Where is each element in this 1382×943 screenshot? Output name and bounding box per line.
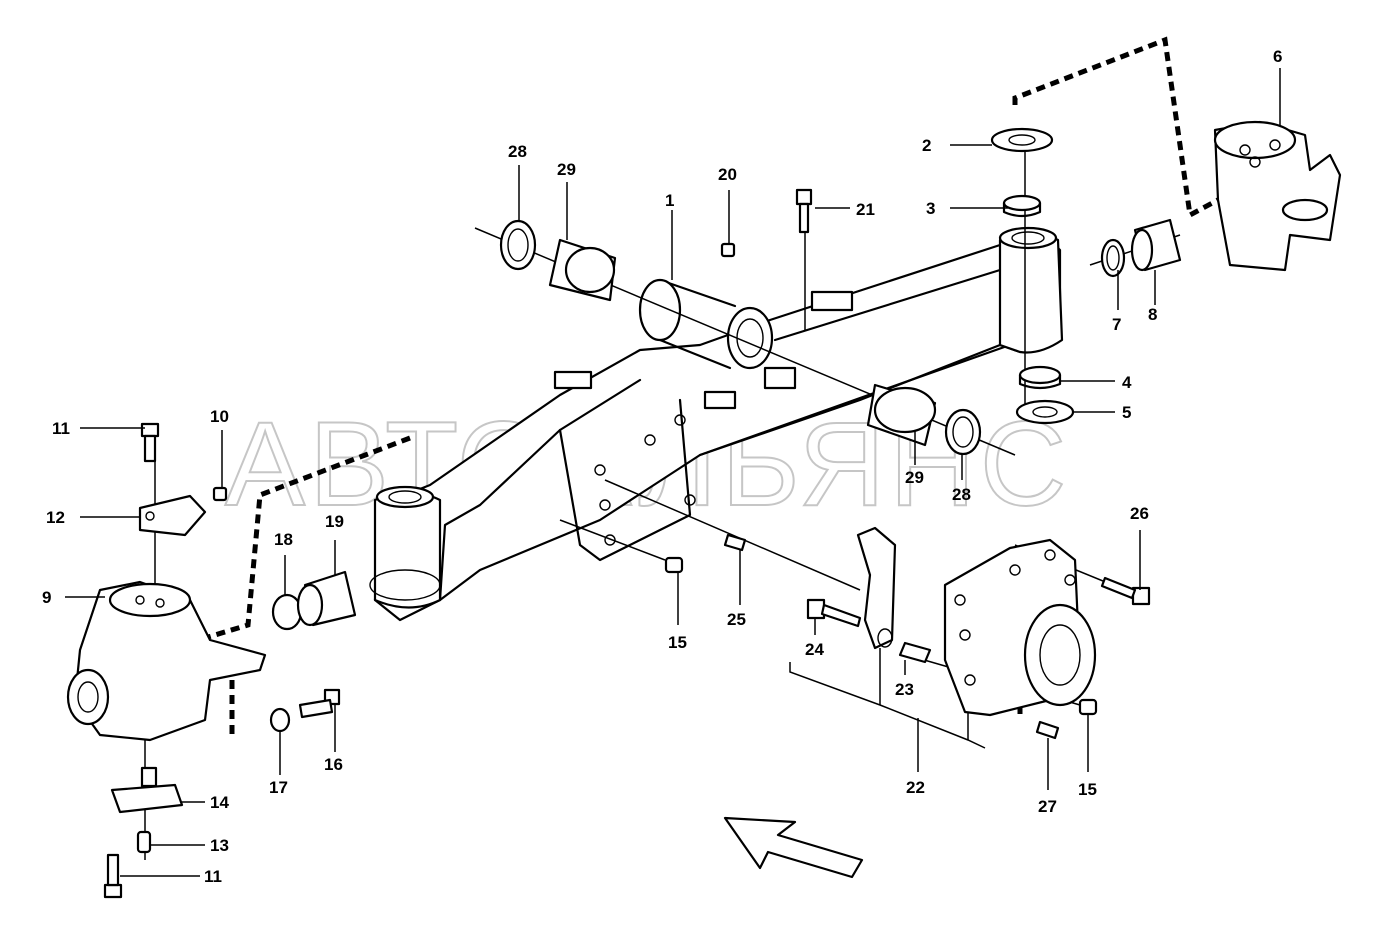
callout-11-bottom: 11 bbox=[204, 867, 222, 886]
callout-29-left: 29 bbox=[557, 160, 576, 179]
callout-24: 24 bbox=[805, 640, 824, 659]
washer-5 bbox=[1015, 399, 1075, 425]
bracket-12 bbox=[138, 494, 207, 537]
bolt-24 bbox=[806, 598, 862, 628]
callout-9: 9 bbox=[42, 588, 51, 607]
callout-numbers: 1 2 3 4 5 6 7 8 9 10 11 11 12 13 14 15 1… bbox=[42, 47, 1282, 886]
bearing-4 bbox=[1018, 365, 1062, 390]
bolt-16 bbox=[298, 688, 341, 719]
bolt-11-bottom bbox=[103, 853, 123, 899]
callout-4: 4 bbox=[1122, 373, 1132, 392]
steering-knuckle-6 bbox=[1213, 120, 1342, 272]
callout-16: 16 bbox=[324, 755, 343, 774]
bolt-21 bbox=[795, 188, 813, 234]
callout-27: 27 bbox=[1038, 797, 1057, 816]
bushing-29-left bbox=[548, 238, 617, 302]
bolt-26 bbox=[1100, 576, 1151, 606]
half-shell-22 bbox=[856, 526, 897, 650]
bushing-19 bbox=[296, 570, 357, 627]
axle-beam bbox=[369, 226, 1064, 622]
bracket-14 bbox=[110, 766, 184, 814]
callout-19: 19 bbox=[325, 512, 344, 531]
callout-21: 21 bbox=[856, 200, 875, 219]
grease-nipple-10 bbox=[212, 486, 228, 502]
callout-12: 12 bbox=[46, 508, 65, 527]
callout-5: 5 bbox=[1122, 403, 1131, 422]
callout-28-right: 28 bbox=[952, 485, 971, 504]
callout-18: 18 bbox=[274, 530, 293, 549]
callout-11-top: 11 bbox=[52, 419, 70, 438]
washer-17 bbox=[269, 707, 291, 733]
callout-leaders bbox=[65, 68, 1281, 877]
bushing-8 bbox=[1130, 218, 1182, 272]
seal-ring-28-right bbox=[944, 408, 982, 456]
callout-29-right: 29 bbox=[905, 468, 924, 487]
callout-17: 17 bbox=[269, 778, 288, 797]
seal-ring-18 bbox=[271, 593, 303, 631]
washer-2 bbox=[990, 127, 1054, 153]
callout-20: 20 bbox=[718, 165, 737, 184]
callout-15-left: 15 bbox=[668, 633, 687, 652]
callout-3: 3 bbox=[926, 199, 935, 218]
pin-25 bbox=[723, 533, 747, 552]
callout-1: 1 bbox=[665, 191, 674, 210]
seal-ring-7 bbox=[1100, 238, 1126, 278]
fitting-13 bbox=[136, 830, 152, 854]
callout-6: 6 bbox=[1273, 47, 1282, 66]
callout-10: 10 bbox=[210, 407, 229, 426]
callout-7: 7 bbox=[1112, 315, 1121, 334]
bushing-29-right bbox=[866, 383, 937, 447]
pin-27 bbox=[1035, 720, 1060, 740]
callout-26: 26 bbox=[1130, 504, 1149, 523]
callout-28-left: 28 bbox=[508, 142, 527, 161]
callout-15-right: 15 bbox=[1078, 780, 1097, 799]
callout-13: 13 bbox=[210, 836, 229, 855]
callout-23: 23 bbox=[895, 680, 914, 699]
callout-2: 2 bbox=[922, 136, 931, 155]
callout-8: 8 bbox=[1148, 305, 1157, 324]
callout-14: 14 bbox=[210, 793, 229, 812]
bolt-11-top bbox=[140, 422, 160, 463]
bearing-3 bbox=[1002, 194, 1042, 218]
nut-15-right bbox=[1078, 698, 1098, 716]
seal-ring-28-left bbox=[499, 219, 537, 271]
direction-arrow bbox=[723, 816, 864, 879]
callout-25: 25 bbox=[727, 610, 746, 629]
pin-23 bbox=[898, 641, 932, 664]
grease-nipple-20 bbox=[720, 242, 736, 258]
callout-22: 22 bbox=[906, 778, 925, 797]
bearing-housing-22 bbox=[943, 538, 1097, 717]
steering-knuckle-9 bbox=[66, 580, 267, 742]
nut-15-left bbox=[664, 556, 684, 574]
